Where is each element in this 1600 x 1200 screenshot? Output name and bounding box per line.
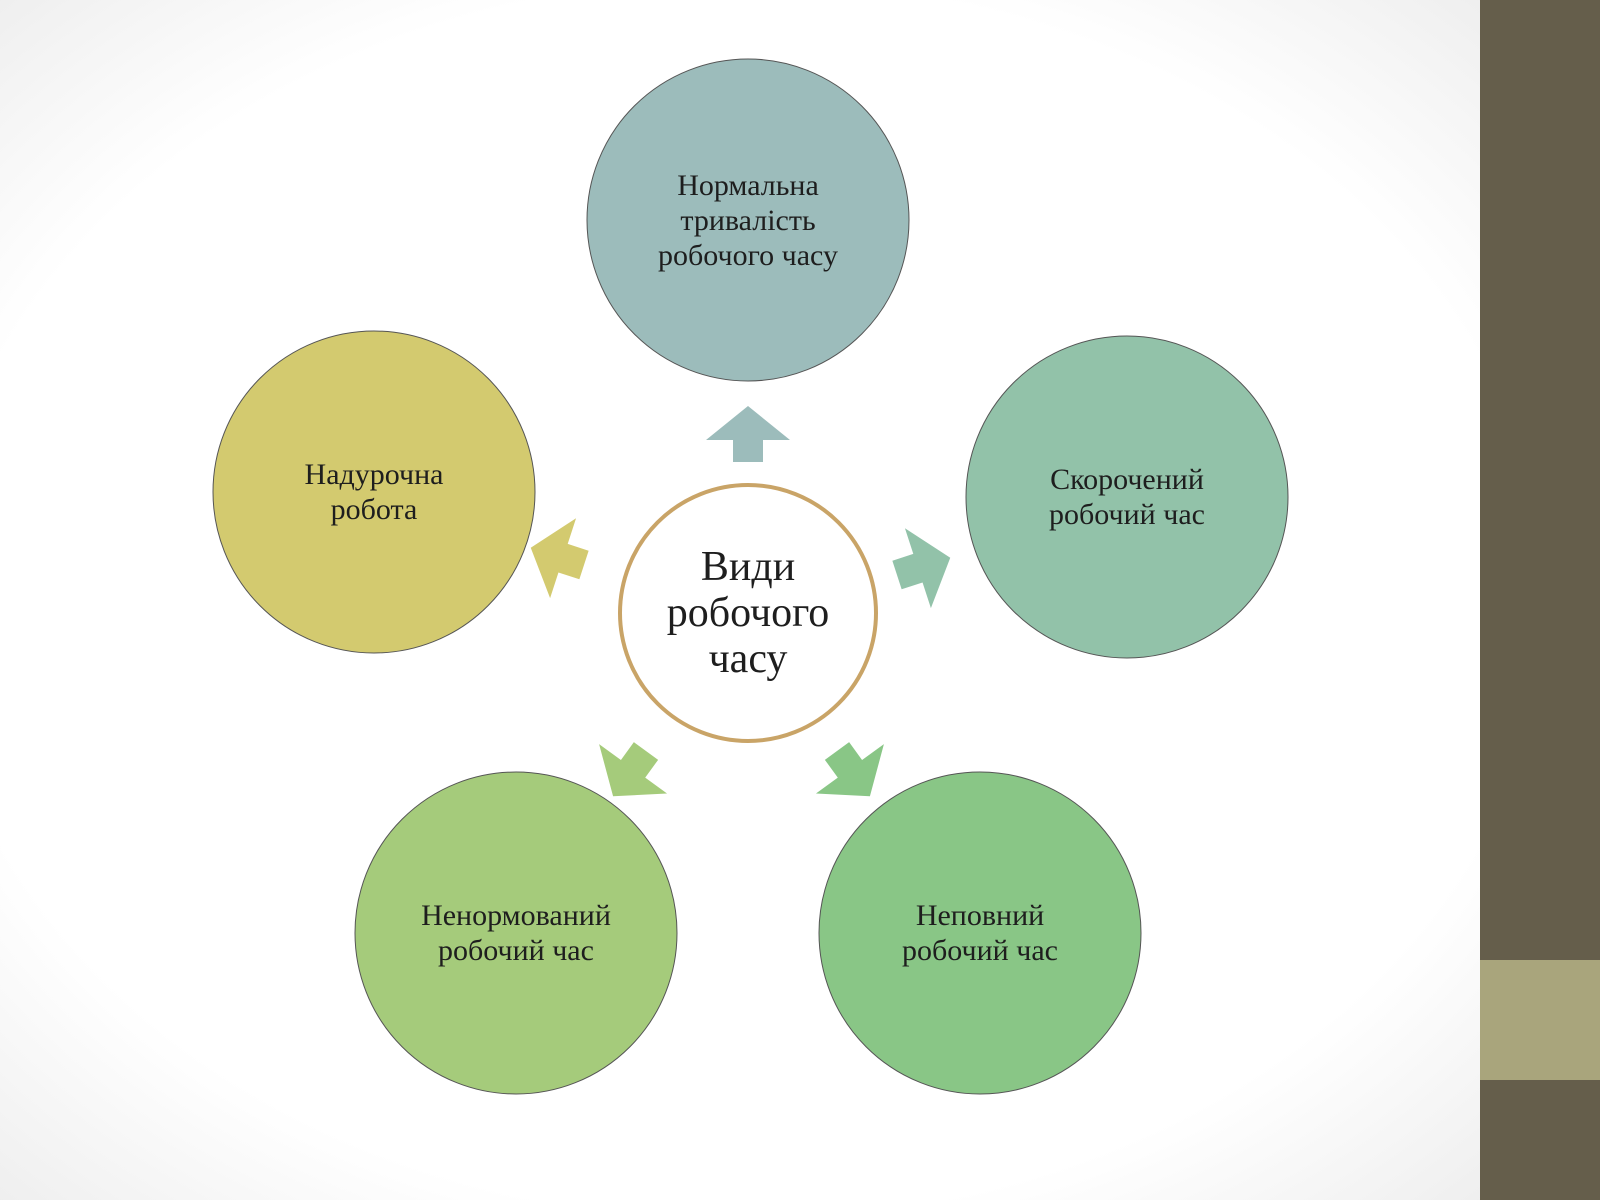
node-part-time	[818, 771, 1142, 1095]
node-irregular-time	[354, 771, 678, 1095]
arrow-to-top-node	[706, 406, 790, 462]
center-node-label: Види робочого часу	[666, 544, 830, 682]
sidebar-decoration	[1480, 0, 1600, 1200]
node-normal-duration-label: Нормальна тривалість робочого часу	[658, 168, 838, 272]
node-irregular-time-label: Ненормований робочий час	[421, 899, 611, 967]
arrow-to-bottom-left-node	[599, 742, 668, 797]
node-reduced-time-label: Скорочений робочий час	[1049, 463, 1205, 531]
arrow-to-right-node	[892, 528, 951, 609]
center-node	[618, 483, 878, 743]
arrow-to-bottom-right-node	[815, 742, 884, 797]
sidebar-dark-block-bottom	[1480, 1080, 1600, 1200]
sidebar-light-block	[1480, 960, 1600, 1080]
node-normal-duration	[586, 58, 910, 382]
node-overtime-work	[212, 330, 536, 654]
node-part-time-label: Неповний робочий час	[902, 899, 1058, 967]
sidebar-dark-block-top	[1480, 0, 1600, 960]
arrow-to-left-node	[530, 518, 589, 599]
radial-diagram	[212, 58, 1289, 1095]
node-overtime-work-label: Надурочна робота	[304, 458, 444, 526]
node-reduced-time	[965, 335, 1289, 659]
